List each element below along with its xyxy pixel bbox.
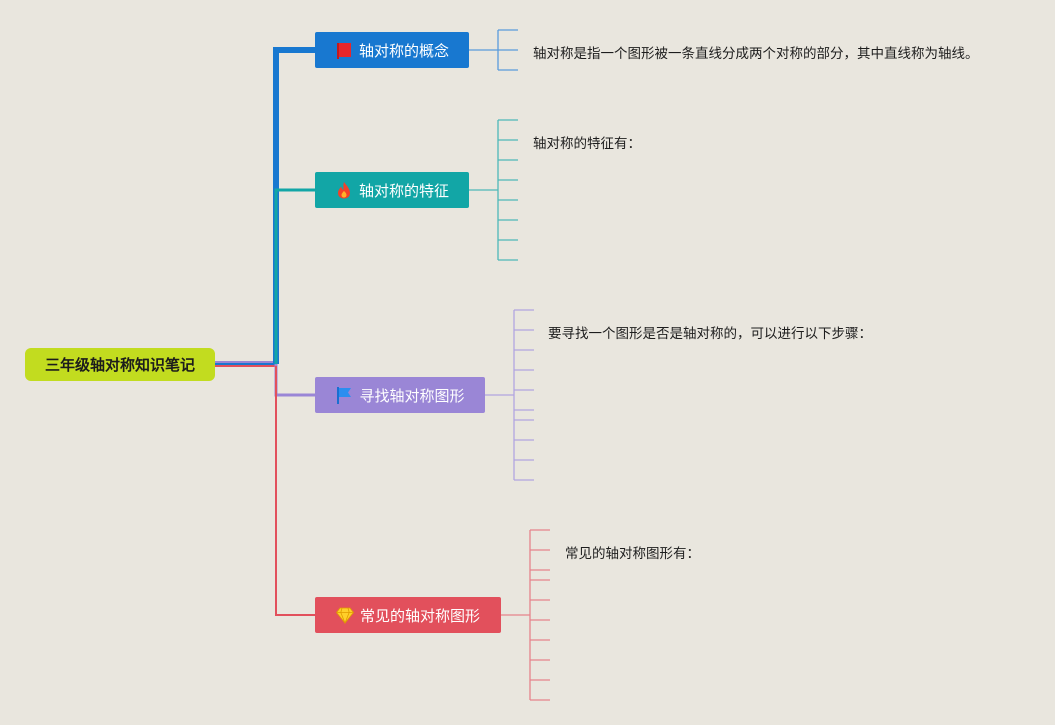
subtopic-find-text[interactable]: 要寻找一个图形是否是轴对称的，可以进行以下步骤： [548, 326, 872, 342]
topic-common-shapes-label: 常见的轴对称图形 [359, 606, 480, 625]
connector-topic-3 [274, 364, 315, 397]
topic-features-label: 轴对称的特征 [358, 181, 449, 200]
topic-find-symmetric-label: 寻找轴对称图形 [359, 386, 465, 405]
subtopic-bracket-1 [469, 29, 518, 71]
connector-topic-1 [273, 47, 315, 364]
subtopic-concept-text[interactable]: 轴对称是指一个图形被一条直线分成两个对称的部分，其中直线称为轴线。 [533, 46, 979, 62]
red-flag-icon [335, 41, 353, 59]
subtopic-features-text[interactable]: 轴对称的特征有： [533, 136, 641, 152]
topic-common-shapes[interactable]: 常见的轴对称图形 [315, 597, 501, 633]
topic-concept-label: 轴对称的概念 [358, 41, 449, 60]
subtopic-common-text[interactable]: 常见的轴对称图形有： [565, 546, 700, 562]
topic-features[interactable]: 轴对称的特征 [315, 172, 469, 208]
root-topic[interactable]: 三年级轴对称知识笔记 [25, 348, 215, 381]
topic-concept[interactable]: 轴对称的概念 [315, 32, 469, 68]
diamond-icon [335, 606, 354, 624]
subtopic-bracket-4 [501, 529, 550, 701]
fire-icon [335, 181, 353, 199]
subtopic-bracket-3 [485, 309, 534, 481]
root-topic-label: 三年级轴对称知识笔记 [44, 356, 195, 374]
connector-topic-4 [275, 366, 315, 616]
topic-find-symmetric[interactable]: 寻找轴对称图形 [315, 377, 485, 413]
blue-flag-icon [335, 386, 353, 404]
connector-topic-2 [274, 188, 315, 364]
subtopic-bracket-2 [469, 119, 518, 261]
